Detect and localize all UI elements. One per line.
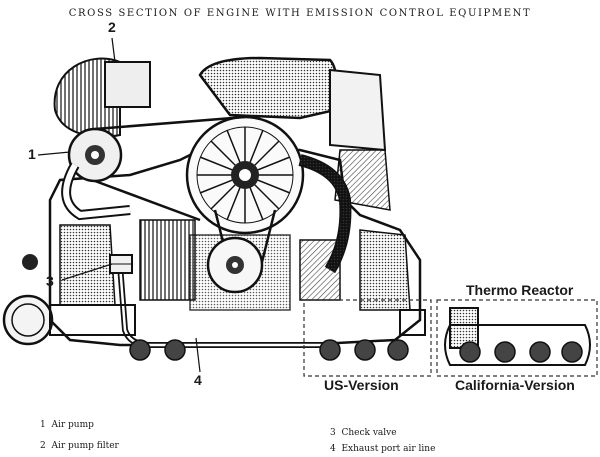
heater-duct xyxy=(61,154,352,274)
callout-4: 4 xyxy=(194,372,202,388)
air-pump-filter xyxy=(53,57,151,138)
exhaust-pipe-right xyxy=(319,309,426,361)
callout-1: 1 xyxy=(28,146,36,162)
us-version-frame xyxy=(303,299,432,377)
legend-num: 3 xyxy=(330,428,336,438)
callout-leaders xyxy=(37,37,201,373)
legend-num: 2 xyxy=(40,441,46,451)
legend-text: Exhaust port air line xyxy=(341,444,436,454)
legend-text: Air pump filter xyxy=(51,441,119,451)
callout-3: 3 xyxy=(46,273,54,289)
exhaust-pipe-left xyxy=(2,254,186,361)
thermo-reactor-label: Thermo Reactor xyxy=(466,282,574,298)
us-version-label: US-Version xyxy=(324,377,399,393)
california-version-frame xyxy=(436,299,598,377)
legend-item-3: 3 Check valve xyxy=(330,428,397,438)
exhaust-port-air-line xyxy=(117,264,330,348)
air-pump xyxy=(67,127,123,183)
check-valve xyxy=(109,254,133,274)
cooling-fan xyxy=(185,115,305,235)
legend-item-4: 4 Exhaust port air line xyxy=(330,444,435,454)
legend-item-1: 1 Air pump xyxy=(40,420,94,430)
crankshaft-pulley xyxy=(206,236,264,294)
california-version-label: California-Version xyxy=(455,377,575,393)
legend-text: Air pump xyxy=(51,420,94,430)
legend-text: Check valve xyxy=(341,428,397,438)
diagram-title: CROSS SECTION OF ENGINE WITH EMISSION CO… xyxy=(68,8,532,19)
legend-num: 4 xyxy=(330,444,336,454)
legend-num: 1 xyxy=(40,420,46,430)
legend-item-2: 2 Air pump filter xyxy=(40,441,119,451)
callout-2: 2 xyxy=(108,19,116,35)
